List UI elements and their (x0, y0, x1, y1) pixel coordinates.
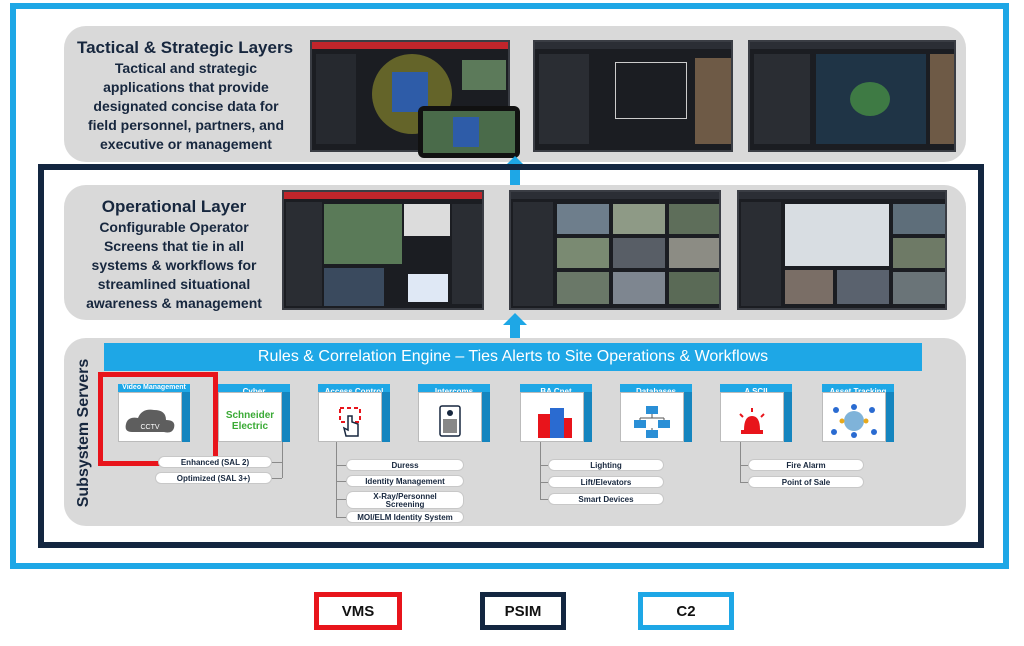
module-video-management: Video Management CCTV (118, 384, 190, 442)
connector-line (282, 442, 283, 478)
connector-line (740, 442, 741, 482)
access-item-identity-management: Identity Management (346, 475, 464, 487)
psim-frame (38, 164, 984, 548)
connector-line (540, 499, 548, 500)
connector-line (740, 482, 748, 483)
video-item-optimized: Optimized (SAL 3+) (155, 472, 272, 484)
module-access-control: Access Control (318, 384, 390, 442)
connector-line (540, 442, 541, 499)
operational-layer-description: Configurable Operator Screens that tie i… (86, 219, 262, 311)
module-ascii: A SCII (720, 384, 792, 442)
ascii-item-point-of-sale: Point of Sale (748, 476, 864, 488)
connector-line (336, 465, 346, 466)
tactical-layer-description: Tactical and strategic applications that… (87, 60, 285, 152)
cloud-cctv-icon: CCTV (122, 404, 178, 438)
access-item-xray-screening: X-Ray/Personnel Screening (346, 491, 464, 509)
hand-tap-icon (322, 404, 378, 438)
access-item-duress: Duress (346, 459, 464, 471)
flowchart-icon (624, 404, 680, 438)
tactical-floorplan-screenshot (533, 40, 733, 152)
subsystem-servers-label: Subsystem Servers (75, 358, 92, 508)
module-cyber: Cyber Schneider Electric (218, 384, 290, 442)
operational-layer-title: Operational Layer (101, 197, 247, 216)
connector-line (336, 481, 346, 482)
vms-highlight-box (98, 372, 218, 466)
building-icon (524, 404, 580, 438)
connector-line (540, 465, 548, 466)
alarm-light-icon (724, 404, 780, 438)
connector-line (740, 465, 748, 466)
connector-line (272, 462, 282, 463)
bacnet-item-lighting: Lighting (548, 459, 664, 471)
operational-camera-grid-screenshot (509, 190, 721, 310)
c2-frame (10, 3, 1009, 569)
connector-line (336, 499, 346, 500)
video-item-enhanced: Enhanced (SAL 2) (158, 456, 272, 468)
tactical-map-screenshot (310, 40, 510, 152)
arrow-up-icon (503, 156, 527, 186)
operational-map-screenshot (282, 190, 484, 310)
bacnet-item-lift-elevators: Lift/Elevators (548, 476, 664, 488)
arrow-up-icon (503, 313, 527, 343)
module-asset-tracking: Asset Tracking (822, 384, 894, 442)
cctv-text: CCTV (140, 424, 160, 431)
connector-line (336, 442, 337, 517)
operational-building-screenshot (737, 190, 947, 310)
module-intercoms: Intercoms (418, 384, 490, 442)
module-databases: Databases (620, 384, 692, 442)
tactical-layer-title: Tactical & Strategic Layers (76, 38, 294, 57)
bacnet-item-smart-devices: Smart Devices (548, 493, 664, 505)
network-globe-icon (826, 404, 882, 438)
legend-vms: VMS (314, 592, 402, 630)
rules-correlation-engine-banner: Rules & Correlation Engine – Ties Alerts… (104, 343, 922, 371)
module-ba-cnet: BA Cnet (520, 384, 592, 442)
tablet-screenshot (418, 106, 520, 158)
connector-line (272, 478, 282, 479)
access-item-moi-elm: MOI/ELM Identity System (346, 511, 464, 523)
tactical-island-map-screenshot (748, 40, 956, 152)
connector-line (336, 517, 346, 518)
legend-c2: C2 (638, 592, 734, 630)
legend-psim: PSIM (480, 592, 566, 630)
intercom-icon (422, 404, 478, 438)
schneider-electric-logo: Schneider Electric (222, 404, 278, 438)
connector-line (540, 482, 548, 483)
ascii-item-fire-alarm: Fire Alarm (748, 459, 864, 471)
schneider-electric-text: Schneider Electric (225, 410, 275, 432)
